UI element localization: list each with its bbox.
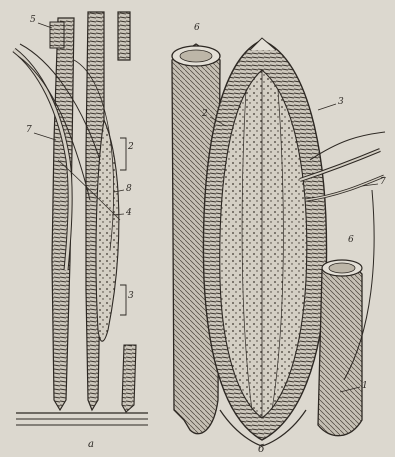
- panel-a-drawing: [14, 12, 148, 425]
- label-3-b: 3: [338, 98, 344, 107]
- label-1: 1: [362, 382, 368, 391]
- label-5: 5: [30, 16, 36, 25]
- label-6-top: 6: [194, 24, 200, 33]
- label-2-b: 2: [202, 110, 208, 119]
- label-7-b: 7: [380, 178, 386, 187]
- label-7: 7: [26, 126, 32, 135]
- panel-b-caption: б: [258, 445, 264, 455]
- panel-a-caption: а: [88, 440, 94, 450]
- label-4: 4: [126, 209, 132, 218]
- label-8: 8: [126, 185, 132, 194]
- label-6-right: 6: [348, 236, 354, 245]
- label-2: 2: [128, 143, 134, 152]
- label-3: 3: [128, 292, 134, 301]
